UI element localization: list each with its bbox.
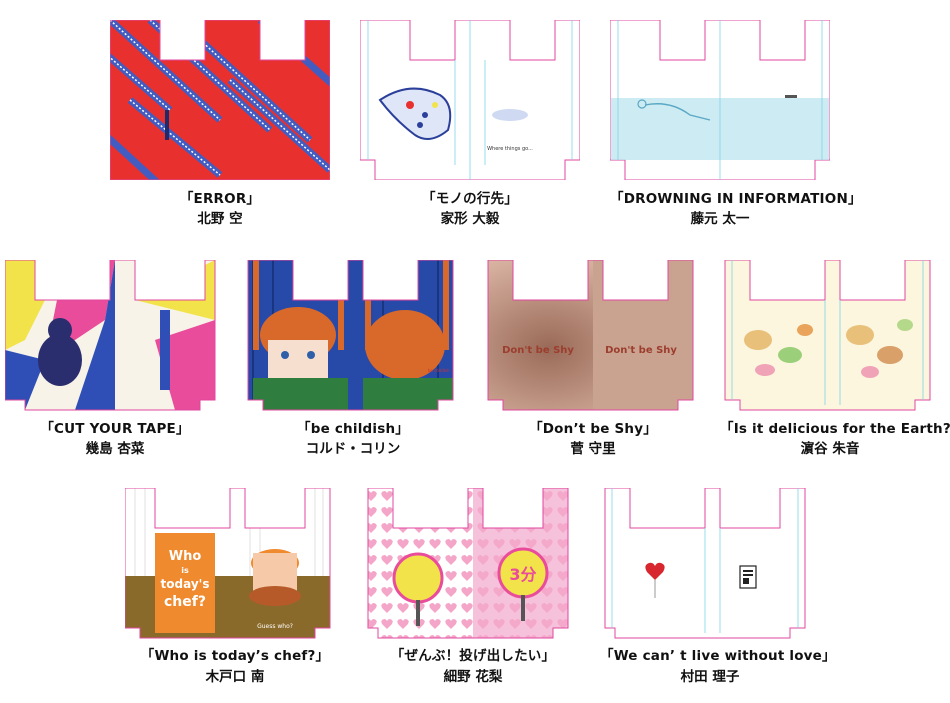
work-author: 菅 守里 [570,441,616,457]
shy-text-right: Don't be Shy [605,345,677,356]
work-title: 「ERROR」 [179,191,261,207]
chef-text-line-4: chef? [164,594,206,610]
work-author: 幾島 杏菜 [85,441,145,457]
childish-signature: be childish [428,368,450,373]
work-title: 「モノの行先」 [422,191,518,207]
work-author: 北野 空 [197,211,243,227]
work-author: 木戸口 南 [205,669,265,685]
bag-artwork-childish: be childish [243,260,463,420]
bag-artwork-shy: Don't be Shy Don't be Shy [483,260,703,420]
chef-text-line-1: Who [169,549,202,564]
food-illustrations [744,319,913,378]
work-author: 濵谷 朱音 [800,441,860,457]
chef-text-line-2: is [181,566,189,575]
shy-text-left: Don't be Shy [502,345,574,356]
work-author: 藤元 太一 [690,211,750,227]
fan-text: 3分 [509,565,536,584]
chef-text-line-3: today's [161,577,210,591]
work-author: 細野 花梨 [443,669,503,685]
work-title: 「be childish」 [297,421,409,437]
work-author: コルド・コリン [305,441,401,457]
whale-illustration [378,87,452,140]
bag-artwork-hearts: 3分 [363,488,583,648]
work-title: 「DROWNING IN INFORMATION」 [610,191,862,207]
work-title: 「We can’ t live without love」 [600,648,836,664]
chef-caption: Guess who? [257,623,293,630]
work-title: 「Who is today’s chef?」 [140,648,330,664]
work-title: 「CUT YOUR TAPE」 [40,421,190,437]
bag-artwork-whale: Where things go... [360,20,580,180]
bag-artwork-cut [5,260,225,420]
bag-artwork-food [720,260,940,420]
lollipop-heart-icon [645,562,665,598]
barcode-tag-icon [739,565,757,589]
whale-caption: Where things go... [487,146,533,152]
work-author: 村田 理子 [680,669,740,685]
work-author: 家形 大毅 [440,211,500,227]
bag-artwork-love [600,488,820,648]
bag-artwork-error [110,20,330,180]
work-title: 「Is it delicious for the Earth?」 [720,421,950,437]
work-title: 「ぜんぶ！投げ出したい」 [390,648,556,664]
work-title: 「Don’t be Shy」 [529,421,657,437]
bag-artwork-drowning [610,20,830,180]
bag-artwork-chef: Who is today's chef? Guess who? [125,488,345,648]
